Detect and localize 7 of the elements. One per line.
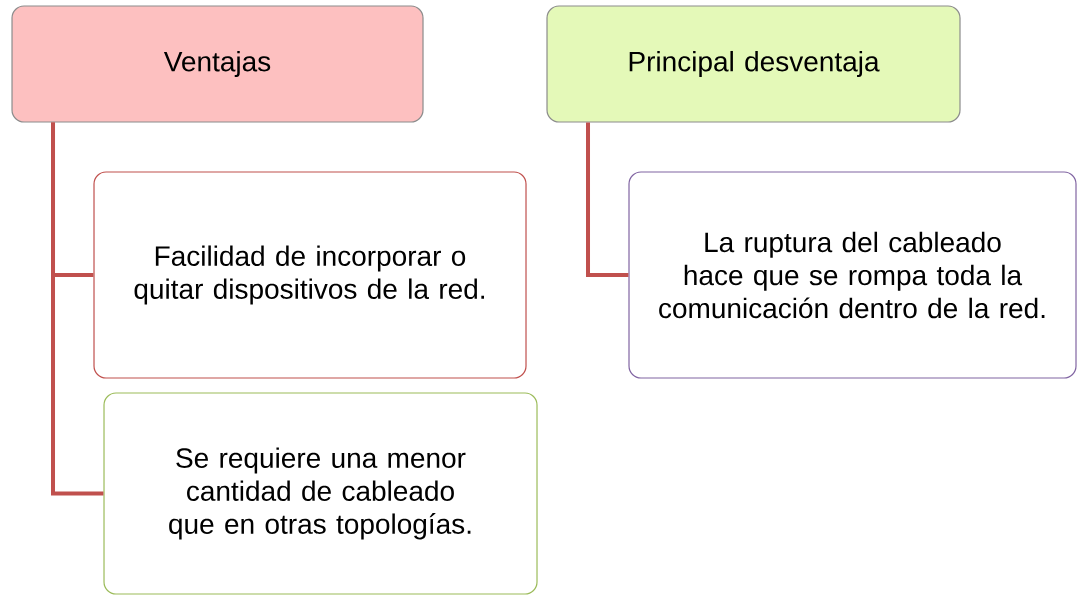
text-box: La ruptura del cableado hace que se rompa toda la comunicación dentro de la red.: [628, 171, 1077, 379]
connector-line: [586, 122, 629, 277]
text-box: Se requiere una menor cantidad de cableado que en otras topologías.: [103, 392, 538, 595]
heading-box: Ventajas: [11, 5, 424, 123]
text-box: Facilidad de incorporar o quitar dispositivos de la red.: [93, 171, 527, 379]
heading-box: Principal desventaja: [546, 5, 961, 123]
connector-line: [51, 122, 104, 496]
